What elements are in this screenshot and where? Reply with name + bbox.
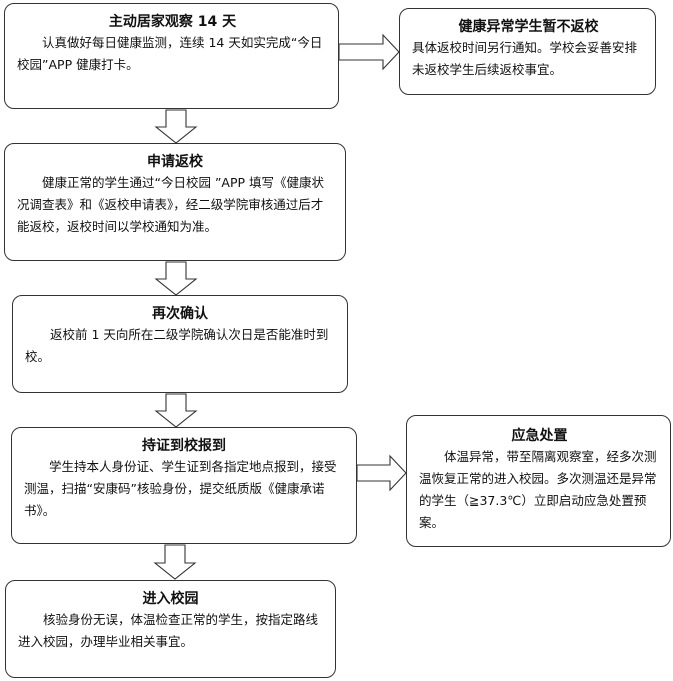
down-arrow-4 — [153, 544, 197, 580]
side-health-abnormal: 健康异常学生暂不返校 具体返校时间另行通知。学校会妥善安排未返校学生后续返校事宜… — [399, 8, 656, 95]
step-confirm-again: 再次确认 返校前 1 天向所在二级学院确认次日是否能准时到校。 — [12, 295, 348, 393]
step-apply-return: 申请返校 健康正常的学生通过“今日校园 ”APP 填写《健康状况调查表》和《返校… — [4, 143, 346, 261]
step-text: 学生持本人身份证、学生证到各指定地点报到，接受测温，扫描“安康码”核验身份，提交… — [24, 459, 337, 518]
step-text: 返校前 1 天向所在二级学院确认次日是否能准时到校。 — [25, 327, 329, 364]
down-arrow-1 — [154, 109, 198, 144]
step-text: 核验身份无误，体温检查正常的学生，按指定路线进入校园，办理毕业相关事宜。 — [18, 612, 319, 649]
down-arrow-3 — [154, 393, 198, 428]
side-text: 体温异常，带至隔离观察室，经多次测温恢复正常的进入校园。多次测温还是异常的学生（… — [419, 449, 657, 530]
step-title: 申请返校 — [147, 154, 203, 170]
step-text: 认真做好每日健康监测，连续 14 天如实完成“今日校园”APP 健康打卡。 — [17, 35, 323, 72]
step-enter-campus: 进入校园 核验身份无误，体温检查正常的学生，按指定路线进入校园，办理毕业相关事宜… — [5, 580, 336, 678]
side-emergency-handling: 应急处置 体温异常，带至隔离观察室，经多次测温恢复正常的进入校园。多次测温还是异… — [406, 415, 671, 547]
step-title: 再次确认 — [152, 306, 208, 322]
right-arrow-2 — [356, 454, 407, 492]
side-title: 健康异常学生暂不返校 — [458, 19, 599, 35]
step-title: 主动居家观察 14 天 — [108, 14, 237, 30]
step-text: 健康正常的学生通过“今日校园 ”APP 填写《健康状况调查表》和《返校申请表》，… — [17, 175, 325, 234]
step-title: 进入校园 — [142, 591, 199, 607]
side-text: 具体返校时间另行通知。学校会妥善安排未返校学生后续返校事宜。 — [412, 40, 638, 77]
step-report-with-id: 持证到校报到 学生持本人身份证、学生证到各指定地点报到，接受测温，扫描“安康码”… — [11, 427, 357, 544]
side-title: 应急处置 — [511, 428, 568, 444]
step-home-observation: 主动居家观察 14 天 认真做好每日健康监测，连续 14 天如实完成“今日校园”… — [4, 3, 339, 109]
step-title: 持证到校报到 — [142, 438, 226, 454]
right-arrow-1 — [338, 33, 400, 71]
down-arrow-2 — [154, 261, 198, 296]
